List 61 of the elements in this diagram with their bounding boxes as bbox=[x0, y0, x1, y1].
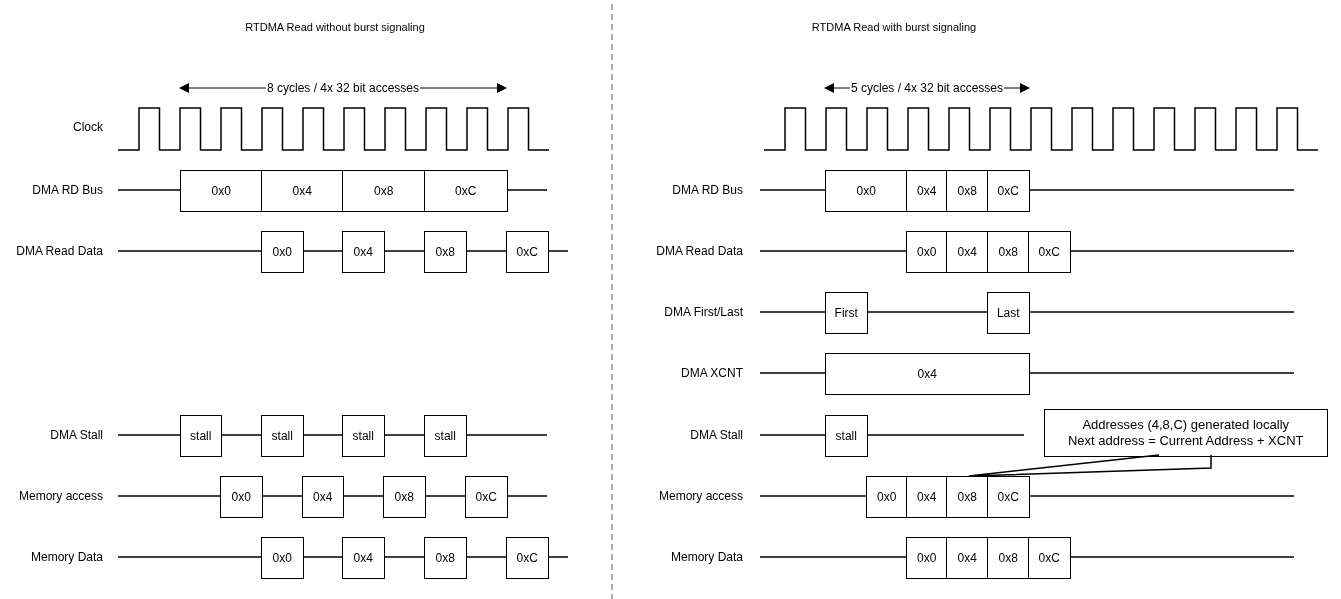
flag-box: First bbox=[825, 292, 868, 334]
value-box: 0x0 bbox=[906, 231, 948, 273]
count-box: 0x4 bbox=[825, 353, 1030, 395]
value-box: 0x0 bbox=[906, 537, 948, 579]
value-box: 0x4 bbox=[906, 476, 948, 518]
value-box: 0x4 bbox=[302, 476, 344, 518]
value-box: 0x0 bbox=[261, 537, 304, 579]
value-box: 0x8 bbox=[383, 476, 426, 518]
value-box: 0xC bbox=[465, 476, 508, 518]
value-box: 0x4 bbox=[946, 231, 989, 273]
cycle-count-label: 5 cycles / 4x 32 bit accesses bbox=[849, 81, 1005, 95]
value-box: 0x4 bbox=[946, 537, 989, 579]
value-box: 0x4 bbox=[342, 537, 385, 579]
value-box: 0x8 bbox=[342, 170, 426, 212]
cycle-count-label: 8 cycles / 4x 32 bit accesses bbox=[265, 81, 421, 95]
signal-name: Clock bbox=[73, 120, 103, 134]
value-box: 0xC bbox=[424, 170, 508, 212]
callout-box bbox=[1044, 409, 1328, 457]
stall-box: stall bbox=[261, 415, 304, 457]
callout-text: Next address = Current Address + XCNT bbox=[1067, 432, 1304, 449]
value-box: 0xC bbox=[1028, 231, 1071, 273]
flag-box: Last bbox=[987, 292, 1030, 334]
value-box: 0x4 bbox=[342, 231, 385, 273]
value-box: 0x8 bbox=[987, 537, 1030, 579]
signal-name: DMA RD Bus bbox=[672, 183, 743, 197]
signal-name: Memory Data bbox=[30, 550, 103, 564]
stall-box: stall bbox=[825, 415, 868, 457]
value-box: 0x0 bbox=[180, 170, 263, 212]
stall-box: stall bbox=[180, 415, 222, 457]
signal-name: Memory Data bbox=[670, 550, 743, 564]
value-box: 0x8 bbox=[946, 170, 989, 212]
value-box: 0xC bbox=[987, 476, 1030, 518]
value-box: 0x0 bbox=[825, 170, 908, 212]
signal-name: Memory access bbox=[18, 489, 103, 503]
signal-name: DMA XCNT bbox=[681, 366, 743, 380]
value-box: 0xC bbox=[506, 537, 549, 579]
value-box: 0xC bbox=[987, 170, 1030, 212]
value-box: 0xC bbox=[1028, 537, 1071, 579]
signal-name: DMA Stall bbox=[50, 428, 103, 442]
stall-box: stall bbox=[424, 415, 467, 457]
value-box: 0x8 bbox=[424, 537, 467, 579]
callout-pointer bbox=[968, 454, 1212, 477]
signal-name: DMA First/Last bbox=[664, 305, 743, 319]
value-box: 0x8 bbox=[987, 231, 1030, 273]
signal-name: DMA Read Data bbox=[656, 244, 743, 258]
signal-name: DMA RD Bus bbox=[32, 183, 103, 197]
value-box: 0x0 bbox=[220, 476, 263, 518]
value-box: 0xC bbox=[506, 231, 549, 273]
value-box: 0x8 bbox=[946, 476, 989, 518]
panel-title: RTDMA Read with burst signaling bbox=[811, 20, 977, 34]
stall-box: stall bbox=[342, 415, 385, 457]
value-box: 0x4 bbox=[261, 170, 344, 212]
value-box: 0x0 bbox=[261, 231, 304, 273]
signal-name: Memory access bbox=[658, 489, 743, 503]
signal-name: DMA Read Data bbox=[16, 244, 103, 258]
value-box: 0x4 bbox=[906, 170, 948, 212]
value-box: 0x0 bbox=[866, 476, 908, 518]
signal-name: DMA Stall bbox=[690, 428, 743, 442]
value-box: 0x8 bbox=[424, 231, 467, 273]
panel-title: RTDMA Read without burst signaling bbox=[245, 20, 425, 34]
callout-text: Addresses (4,8,C) generated locally bbox=[1082, 417, 1290, 433]
